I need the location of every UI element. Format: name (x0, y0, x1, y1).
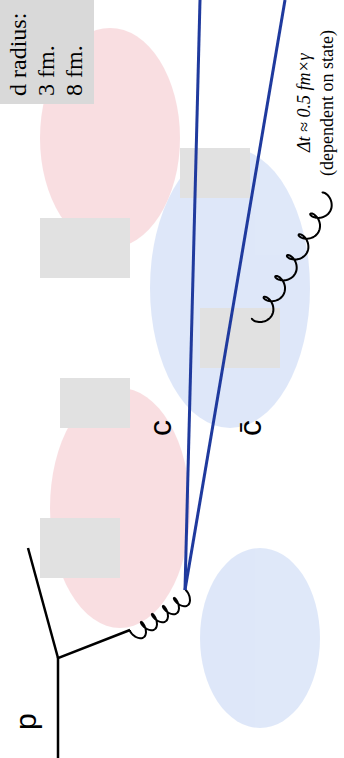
box-text: 8 fm. (60, 8, 88, 96)
particle-label: c (141, 420, 179, 436)
watermark (40, 28, 320, 728)
particle-label: p (8, 713, 44, 730)
gluon-coil (252, 193, 332, 322)
particle-label: c̄ (231, 420, 269, 436)
gluon-coil (130, 590, 190, 638)
charm-quark-line (185, 0, 200, 590)
box-text: 3 fm. (32, 8, 60, 96)
note-text: (dependent on state) (317, 30, 339, 176)
proton-line (58, 630, 130, 758)
note-text: Δt ≈ 0.5 fm×γ (294, 53, 316, 152)
anticharm-quark-line (185, 0, 285, 590)
info-box: d radius:3 fm.8 fm. (0, 0, 94, 104)
box-text: d radius: (4, 8, 32, 96)
remnant-line (28, 548, 58, 658)
